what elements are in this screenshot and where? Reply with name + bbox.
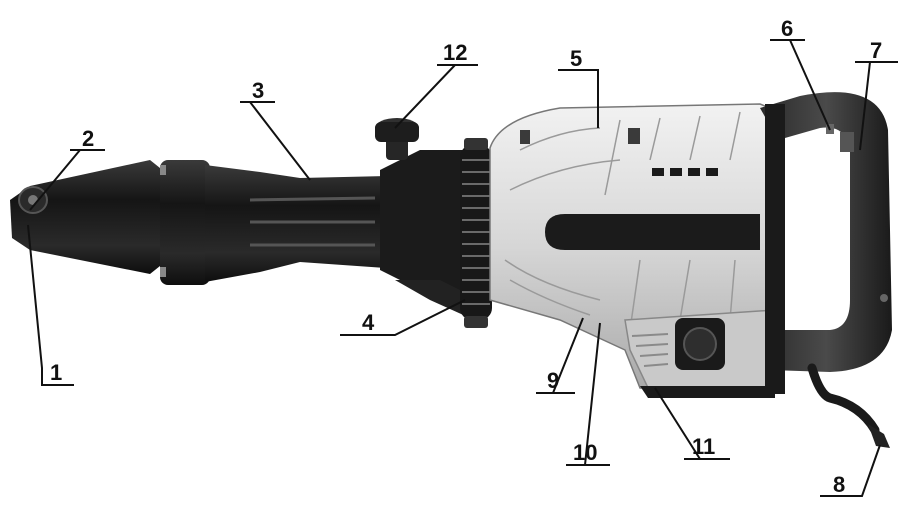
callout-2: 2 (82, 126, 94, 151)
hammer-barrel (160, 160, 385, 285)
callout-11: 11 (692, 434, 715, 459)
rear-handle (760, 92, 892, 394)
callout-10: 10 (573, 440, 597, 465)
side-handle-clamp (375, 118, 480, 318)
callout-leaders (27, 39, 898, 497)
callout-7: 7 (870, 38, 882, 63)
callout-3: 3 (252, 78, 264, 103)
callout-6: 6 (781, 16, 793, 41)
callout-8: 8 (833, 472, 845, 497)
callout-labels: 1 2 3 4 5 6 7 8 9 10 11 12 (50, 16, 882, 497)
callout-1: 1 (50, 360, 62, 385)
tool-holder (10, 160, 165, 274)
motor-base (624, 309, 776, 398)
callout-9: 9 (547, 368, 559, 393)
callout-5: 5 (570, 46, 582, 71)
tool-retainer-spring (460, 138, 492, 328)
callout-4: 4 (362, 310, 375, 335)
callout-12: 12 (443, 40, 467, 65)
power-cord (807, 363, 890, 448)
